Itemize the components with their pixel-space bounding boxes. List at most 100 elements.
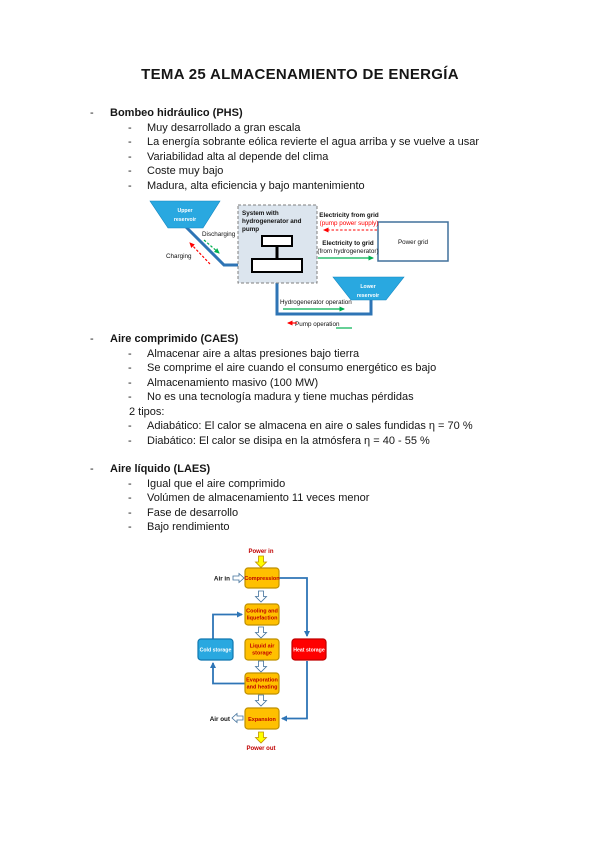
power-in-arrow (254, 555, 268, 569)
lower-reservoir-shape (332, 276, 405, 301)
lower-pipe (275, 272, 373, 316)
lower-reservoir-label: Lower (360, 284, 375, 290)
evaporation-label: Evaporation (246, 678, 278, 684)
cooling-label: Cooling and (246, 609, 278, 615)
compression-box (244, 567, 280, 589)
outline-text: Variabilidad alta al depende del clima (147, 150, 329, 163)
bullet-marker: - (128, 376, 132, 389)
flow-down-arrow (254, 590, 268, 603)
power-out-arrow (254, 731, 268, 744)
flow-down-arrow (254, 694, 268, 707)
outline-text: Volúmen de almacenamiento 11 veces menor (147, 492, 370, 504)
bullet-marker (109, 405, 129, 420)
system-box-label: pump (242, 226, 259, 233)
section-caes: - Aire comprimido (CAES) - Almacenar air… (90, 332, 570, 448)
outline-text: Diabático: El calor se disipa en la atmó… (147, 434, 430, 447)
outline-row: - Madura, alta eficiencia y bajo manteni… (90, 179, 570, 194)
liquid-air-storage-label: storage (252, 651, 272, 657)
compression-to-heat-line (279, 577, 310, 637)
outline-row: - Adiabático: El calor se almacena en ai… (90, 419, 570, 434)
outline-row: - Muy desarrollado a gran escala (90, 121, 570, 136)
generator-symbol (261, 235, 293, 247)
outline-text: Aire líquido (LAES) (110, 463, 211, 475)
outline-row: - No es una tecnología madura y tiene mu… (90, 390, 570, 405)
evaporation-label: and heating (247, 685, 278, 691)
bullet-marker: - (128, 492, 132, 504)
turbine-symbol (251, 258, 303, 273)
outline-text: Almacenar aire a altas presiones bajo ti… (147, 347, 360, 360)
section-phs: - Bombeo hidráulico (PHS) - Muy desarrol… (90, 106, 570, 193)
bullet-marker: - (90, 463, 94, 475)
system-box-label: System with (242, 210, 279, 217)
outline-text: Bajo rendimiento (147, 521, 230, 533)
outline-row: - Igual que el aire comprimido (90, 477, 570, 492)
bullet-marker: - (128, 477, 132, 490)
bullet-marker: - (128, 521, 132, 533)
bullet-marker: - (128, 506, 132, 519)
outline-row: - Diabático: El calor se disipa en la at… (90, 434, 570, 449)
phs-diagram: Upper reservoir System with hydrogenerat… (149, 200, 449, 329)
outline-row: - Se comprime el aire cuando el consumo … (90, 361, 570, 376)
discharging-arrow (203, 239, 220, 254)
outline-row: - Bombeo hidráulico (PHS) (90, 106, 570, 121)
outline-row: - Fase de desarrollo (90, 506, 570, 521)
outline-text: Igual que el aire comprimido (147, 477, 286, 490)
cold-to-cooling-line (212, 611, 243, 639)
page-title: TEMA 25 ALMACENAMIENTO DE ENERGÍA (141, 66, 459, 83)
outline-text: La energía sobrante eólica revierte el a… (147, 136, 480, 148)
expansion-box (244, 707, 280, 730)
power-grid-label: Power grid (398, 239, 429, 246)
pump-operation-label: Pump operation (295, 321, 340, 328)
outline-text: Aire comprimido (CAES) (110, 333, 239, 345)
power-grid-box (377, 221, 449, 262)
discharging-label: Discharging (202, 231, 236, 238)
air-in-label: Air in (214, 576, 230, 583)
outline-row: - Coste muy bajo (90, 164, 570, 179)
outline-text: No es una tecnología madura y tiene much… (147, 391, 414, 403)
flow-down-arrow (254, 660, 268, 673)
bullet-marker: - (128, 121, 132, 134)
liquid-air-storage-box (244, 638, 280, 661)
outline-row: - Almacenar aire a altas presiones bajo … (90, 347, 570, 362)
outline-row: - Volúmen de almacenamiento 11 veces men… (90, 491, 570, 506)
bullet-marker: - (90, 107, 94, 119)
outline-row: - Aire comprimido (CAES) (90, 332, 570, 347)
system-box-label: hydrogenerator and (242, 218, 302, 225)
liquid-air-storage-label: Liquid air (250, 644, 276, 650)
bullet-marker: - (128, 391, 132, 403)
lower-reservoir-label: reservoir (357, 293, 379, 299)
bullet-marker: - (128, 179, 132, 192)
air-in-arrow (232, 572, 245, 584)
air-out-label: Air out (210, 716, 231, 723)
power-out-label: Power out (246, 746, 275, 752)
cooling-label: liquefaction (247, 616, 279, 622)
section-laes: - Aire líquido (LAES) - Igual que el air… (90, 462, 570, 535)
bullet-marker: - (128, 434, 132, 447)
outline-text: Fase de desarrollo (147, 506, 239, 519)
outline-text: Madura, alta eficiencia y bajo mantenimi… (147, 179, 365, 192)
charging-label: Charging (166, 253, 192, 260)
outline-row: - Aire líquido (LAES) (90, 462, 570, 477)
expansion-label: Expansion (248, 717, 276, 723)
heat-storage-label: Heat storage (293, 648, 325, 654)
laes-diagram: Power in Compression Air in Cooling and … (197, 549, 327, 752)
outline-row: - Bajo rendimiento (90, 520, 570, 535)
evaporation-to-cold-line (210, 662, 245, 685)
bullet-marker: - (128, 362, 132, 374)
heat-storage-box (291, 638, 327, 661)
evaporation-box (244, 672, 280, 695)
cooling-box (244, 603, 280, 626)
upper-reservoir-label: Upper (178, 208, 193, 214)
air-out-arrow (231, 712, 244, 724)
outline-row: - Almacenamiento masivo (100 MW) (90, 376, 570, 391)
hydrogenerator-operation-label: Hydrogenerator operation (280, 299, 352, 306)
outline-row: - Variabilidad alta al depende del clima (90, 150, 570, 165)
bullet-marker: - (128, 136, 132, 148)
bullet-marker: - (128, 150, 132, 163)
charging-arrow (189, 242, 211, 265)
pump-power-supply-label: (pump power supply) (320, 220, 379, 227)
outline-text: Muy desarrollado a gran escala (147, 121, 301, 134)
bullet-marker: - (128, 347, 132, 360)
bullet-marker: - (128, 165, 132, 177)
